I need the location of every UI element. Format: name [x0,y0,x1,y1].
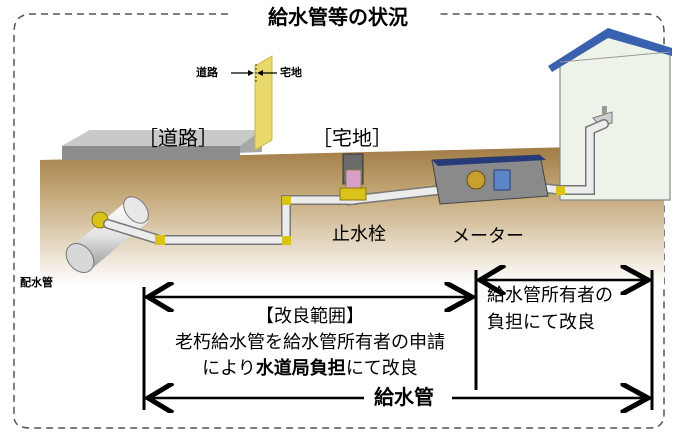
meter-label: メーター [452,226,524,247]
main-pipe-label: 配水管 [20,276,53,289]
scope-line2-bold: 水道局負担 [255,358,346,379]
road-label: ［道路］ [138,126,218,150]
diagram-title: 給水管等の状況 [268,5,408,29]
service-pipe-label: 給水管 [374,385,434,409]
boundary-plate [254,55,273,151]
meter-box-graphic [431,154,549,205]
house [548,28,672,201]
scope-line2-post: にて改良 [345,358,418,379]
scope-title: 【改良範囲】 [256,306,364,327]
owner-scope-line2: 負担にて改良 [487,312,595,333]
dashed-frame [13,13,665,429]
lot-side-label: 宅地 [280,66,302,79]
scope-line2-pre: により [202,358,256,379]
owner-scope-line1: 給水管所有者の [487,285,613,306]
main-pipe [65,196,149,273]
stop-valve-label: 止水栓 [332,224,386,245]
road-side-label: 道路 [196,66,218,79]
scope-line1: 老朽給水管を給水管所有者の申請 [175,332,445,353]
stop-valve-graphic [339,153,367,201]
fitting [155,235,165,245]
scope-line2: により水道局負担にて改良 [148,360,472,378]
lot-label: ［宅地］ [312,126,392,150]
